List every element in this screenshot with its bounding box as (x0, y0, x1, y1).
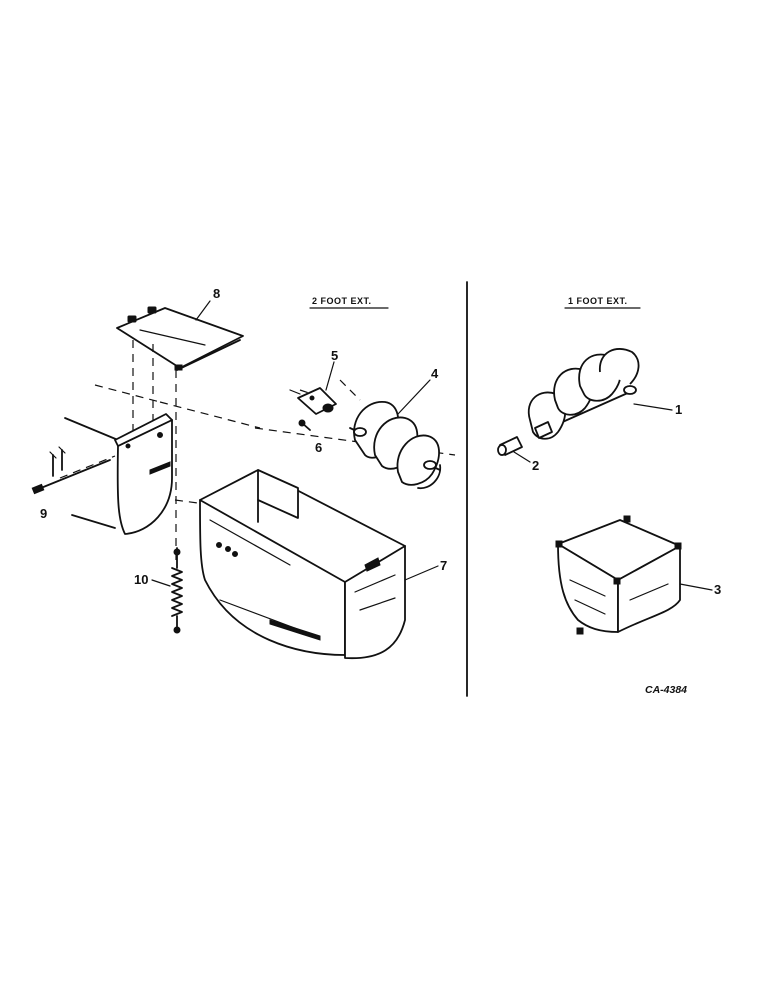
trough-end-hanger (64, 413, 173, 535)
part-6-bolt (298, 419, 311, 431)
callout-10: 10 (134, 572, 148, 587)
part-7-trough-2ft (199, 469, 406, 660)
part-8-cover-plate (116, 306, 244, 371)
callout-4: 4 (431, 366, 439, 381)
part-2-stub-shaft (497, 436, 523, 456)
leader-3 (679, 583, 713, 591)
leader-5 (325, 361, 335, 391)
leader-7 (404, 565, 439, 581)
guide-lines (59, 340, 456, 560)
part-1-auger-1ft (527, 348, 640, 440)
callout-5: 5 (331, 348, 338, 363)
callout-9: 9 (40, 506, 47, 521)
callout-1: 1 (675, 402, 682, 417)
callout-3: 3 (714, 582, 721, 597)
leader-2 (513, 451, 531, 463)
part-9-pin (31, 446, 111, 495)
header-2-foot-ext: 2 FOOT EXT. (312, 296, 372, 306)
drawing-code: CA-4384 (645, 684, 687, 696)
leader-4 (397, 379, 431, 415)
callout-2: 2 (532, 458, 539, 473)
header-1-foot-ext: 1 FOOT EXT. (568, 296, 628, 306)
leader-8 (195, 300, 211, 321)
leader-1 (633, 403, 673, 411)
part-4-auger-2ft (349, 401, 442, 490)
part-10-spring (171, 547, 183, 634)
part-5-coupling (289, 387, 337, 415)
part-3-trough-1ft (555, 515, 682, 635)
leader-10 (151, 579, 171, 587)
callout-6: 6 (315, 440, 322, 455)
callout-7: 7 (440, 558, 447, 573)
callout-8: 8 (213, 286, 220, 301)
